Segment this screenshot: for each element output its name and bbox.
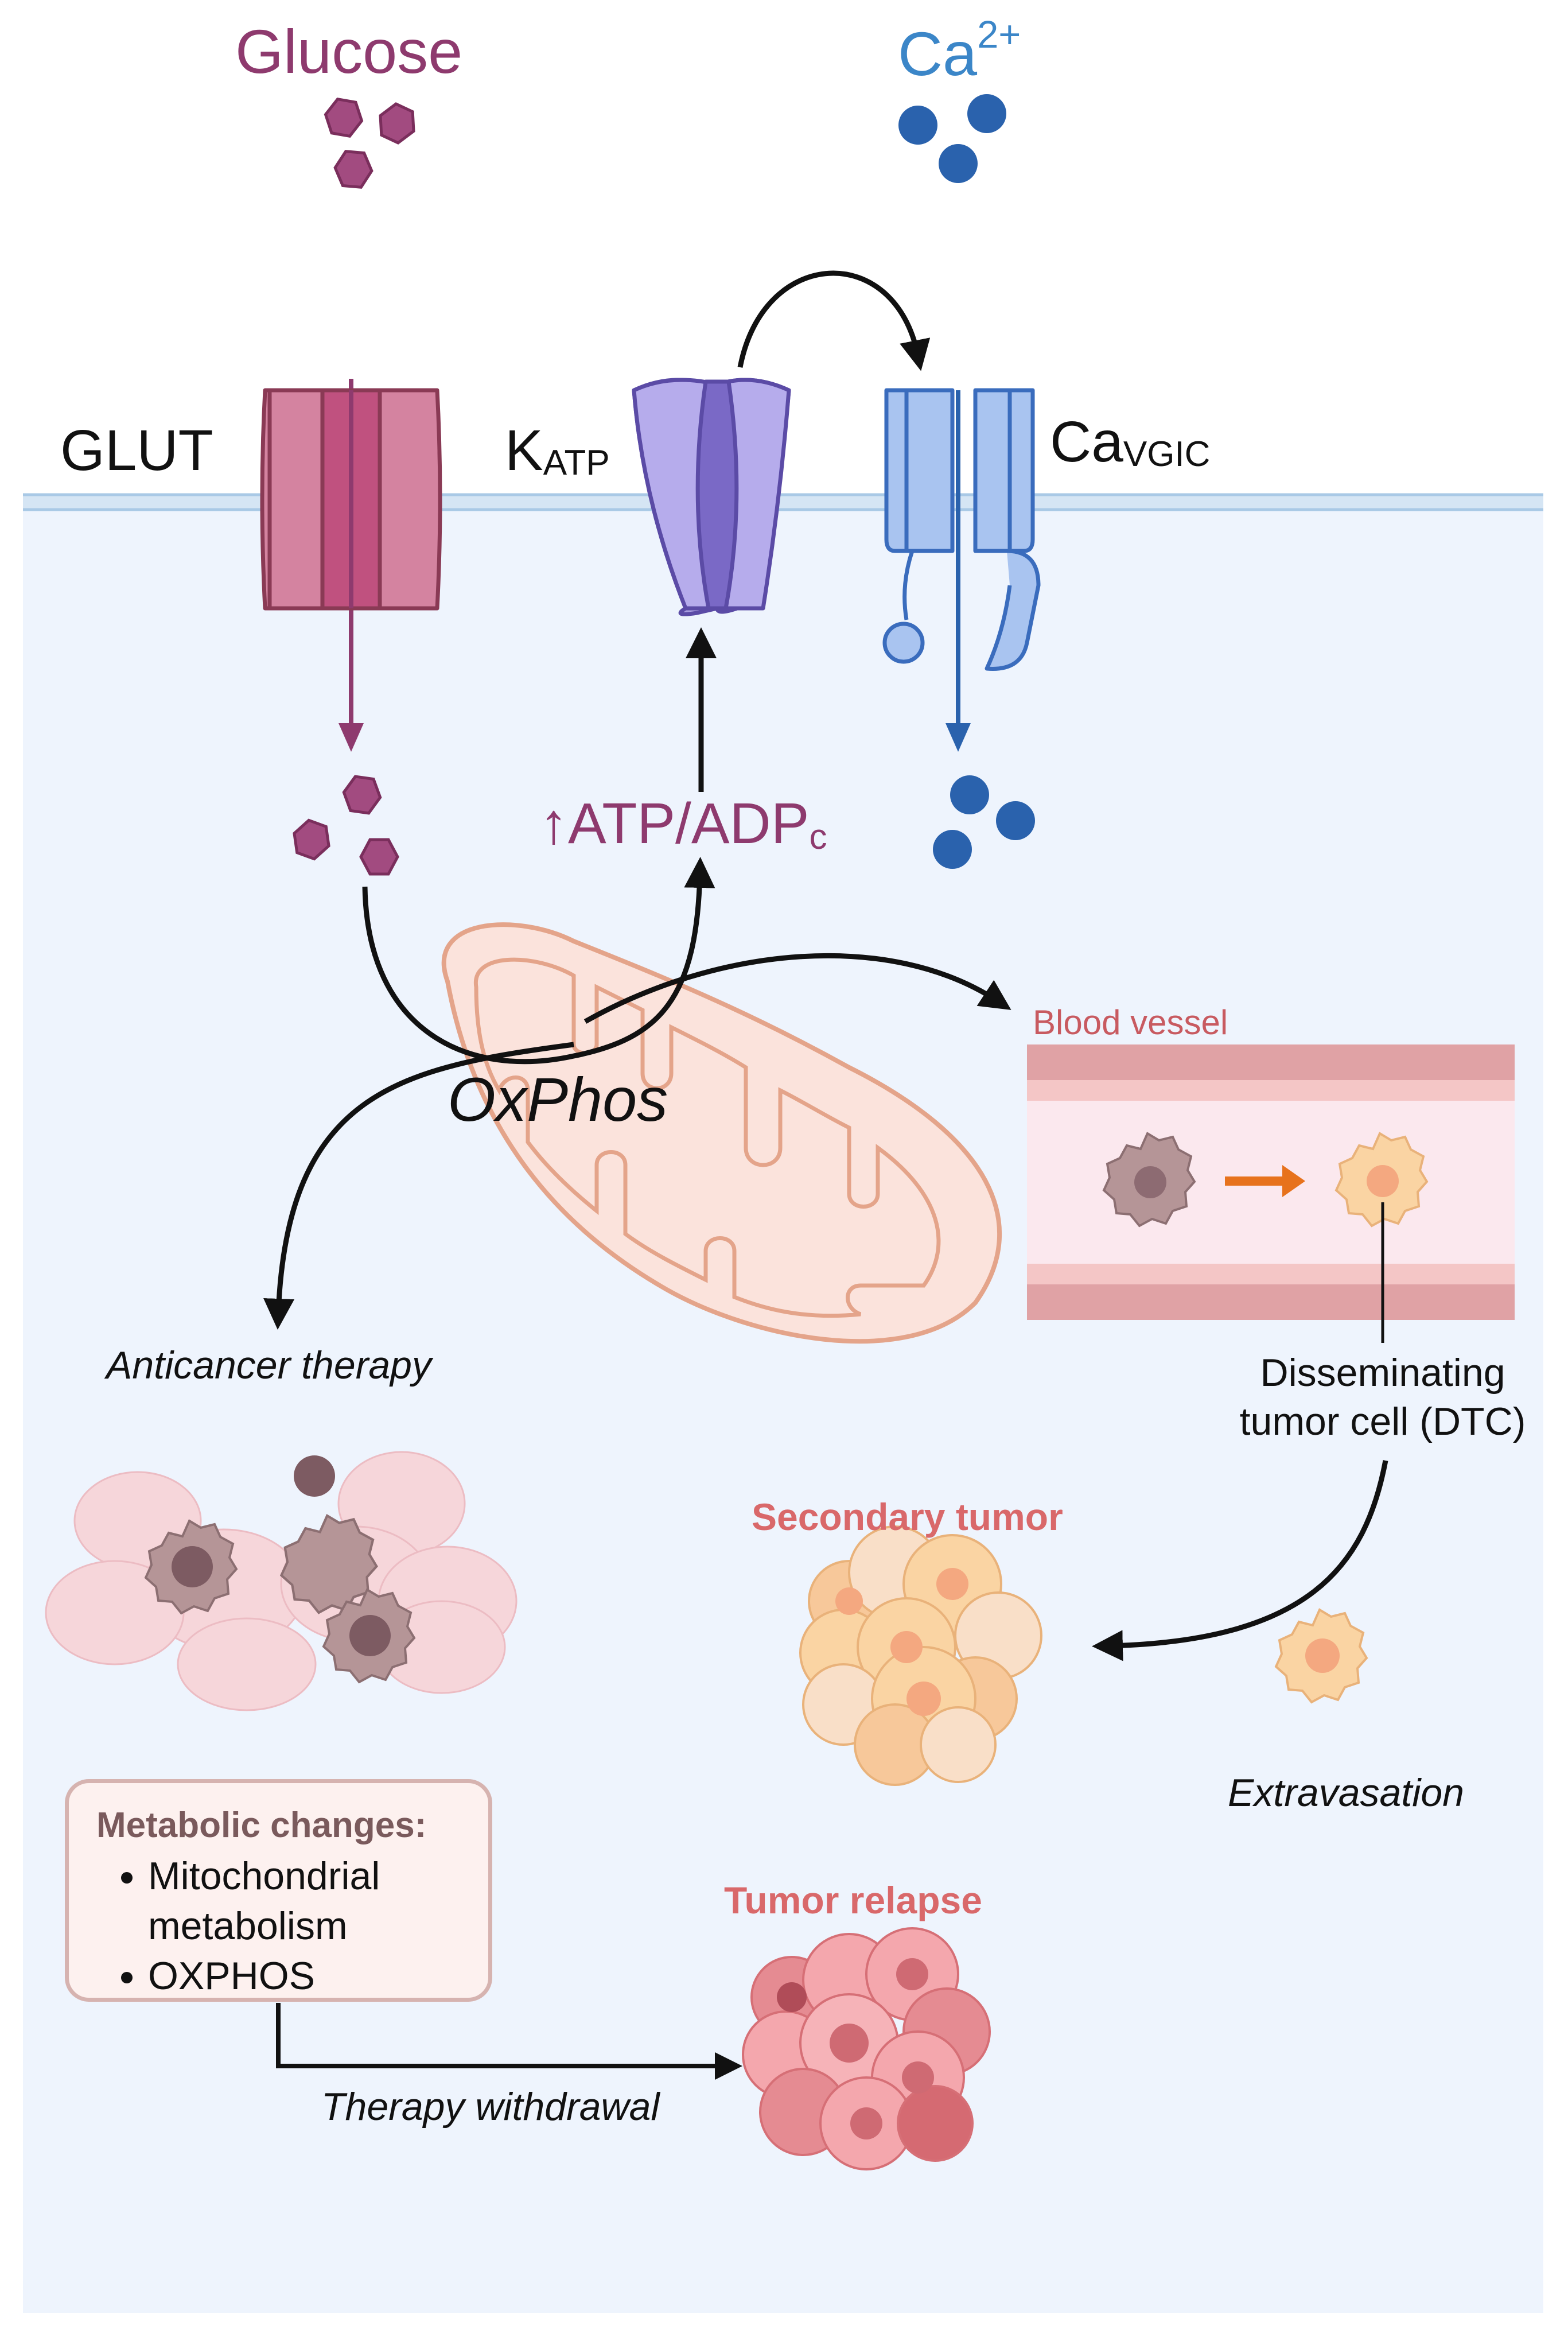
oxphos-to-anticancer-arrow [263, 1042, 574, 1330]
extravasated-dtc [1274, 1608, 1368, 1704]
katp-to-cavgic-arrow [737, 270, 931, 371]
anticancer-therapy-label: Anticancer therapy [106, 1343, 431, 1387]
glucose-label: Glucose [235, 17, 463, 86]
therapy-withdrawal-label: Therapy withdrawal [321, 2085, 660, 2129]
glucose-molecule [342, 775, 382, 815]
glucose-to-atp-arrow [362, 857, 715, 1065]
mitochondrion [441, 922, 1002, 1344]
therapy-withdrawal-arrow [276, 2003, 742, 2080]
tumor-relapse-label: Tumor relapse [724, 1879, 982, 1921]
glucose-extracellular [324, 97, 415, 189]
extravasation-label: Extravasation [1228, 1771, 1464, 1815]
cavgic-label-base: Ca [1050, 410, 1123, 474]
calcium-ion [939, 144, 978, 183]
metabolic-changes-box: Metabolic changes: Mitochondrial metabol… [65, 1779, 492, 2002]
glucose-molecule [333, 150, 373, 189]
secondary-tumor-label: Secondary tumor [752, 1496, 1063, 1538]
cavgic-channel [882, 388, 1041, 671]
katp-label-sub: ATP [543, 443, 610, 483]
plasma-membrane [23, 495, 1543, 510]
calcium-extracellular [898, 94, 1006, 183]
atp-adp-ratio-label: ↑ATP/ADPc [539, 795, 827, 855]
migration-arrow [1225, 1165, 1305, 1197]
glucose-molecule [359, 838, 399, 876]
dtc-label: Disseminating tumor cell (DTC) [1239, 1351, 1526, 1443]
calcium-label-charge: 2+ [977, 13, 1021, 56]
glucose-molecule [379, 102, 415, 145]
oxphos-label: OxPhos [448, 1065, 668, 1134]
glucose-intracellular [293, 775, 399, 876]
glucose-molecule [324, 97, 364, 138]
calcium-ion [933, 830, 972, 869]
secondary-tumor-cluster [799, 1525, 1042, 1786]
metabolic-change-item: Mitochondrial metabolism [148, 1851, 465, 1951]
glucose-arrowhead [338, 723, 364, 752]
oxphos-to-blood-vessel-arrow [583, 953, 1011, 1024]
calcium-intracellular [933, 775, 1035, 869]
cavgic-ball [882, 622, 925, 664]
katp-channel [632, 378, 791, 616]
metabolic-changes-list: Mitochondrial metabolism OXPHOS [96, 1851, 465, 2001]
calcium-ion [898, 106, 937, 145]
calcium-ion [996, 801, 1035, 840]
katp-label: KATP [505, 422, 610, 481]
glut-label: GLUT [60, 418, 213, 483]
dtc-in-vessel [1334, 1132, 1429, 1228]
calcium-arrowhead [946, 723, 971, 752]
cavgic-label-sub: VGIC [1123, 434, 1211, 474]
katp-label-base: K [505, 418, 543, 483]
tumor-cell-in-vessel [1102, 1132, 1196, 1228]
atp-adp-ratio-sub: c [809, 817, 827, 857]
metabolic-change-item: OXPHOS [148, 1951, 465, 2001]
calcium-label: Ca2+ [898, 13, 1021, 88]
extravasation-arrow [1092, 1460, 1388, 1661]
calcium-ion [950, 775, 989, 814]
metabolic-changes-title: Metabolic changes: [96, 1805, 427, 1845]
calcium-label-base: Ca [898, 19, 978, 88]
cavgic-label: CaVGIC [1050, 413, 1210, 472]
atp-adp-ratio-base: ↑ATP/ADP [539, 791, 810, 856]
tumor-relapse-cluster [742, 1927, 991, 2170]
blood-vessel-label: Blood vessel [1033, 1003, 1228, 1042]
glucose-molecule [293, 818, 330, 861]
anticancer-tumor-cluster [45, 1451, 518, 1711]
calcium-ion [967, 94, 1006, 133]
